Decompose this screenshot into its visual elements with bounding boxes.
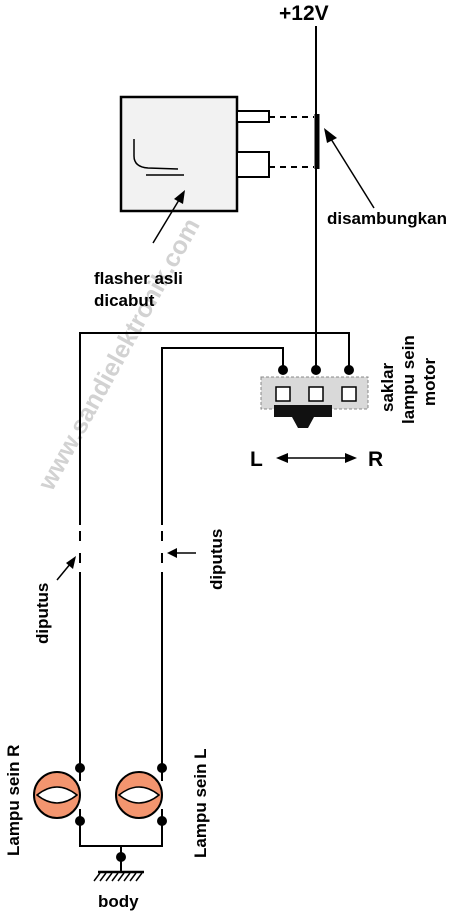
ground-wire <box>79 821 163 847</box>
flasher-symbol-curve <box>133 139 179 170</box>
ground-hatch <box>93 872 143 882</box>
lamp-L <box>115 763 167 826</box>
turn-signal-switch <box>260 365 369 428</box>
connect-arrow <box>324 128 375 209</box>
switch-label-line2: lampu sein <box>399 335 418 424</box>
watermark: www.sandielektronik.com <box>32 214 205 496</box>
flasher-arrow <box>152 190 185 244</box>
flasher-label-line2: dicabut <box>94 291 155 310</box>
switch-terminal-L <box>275 386 291 402</box>
cut-arrow-left <box>56 556 76 581</box>
cut-arrow-right <box>167 548 196 558</box>
original-flasher <box>119 95 270 213</box>
switch-terminal-center <box>308 386 324 402</box>
jumper-connection <box>269 114 320 169</box>
wire-cut-right <box>157 525 167 572</box>
switch-node-R <box>344 365 354 375</box>
lamp-R-filament <box>35 786 79 804</box>
switch-node-center <box>311 365 321 375</box>
flasher-body <box>119 95 239 213</box>
lamp-L-label: Lampu sein L <box>191 748 210 858</box>
switch-label-line1: saklar <box>378 362 397 412</box>
direction-arrow <box>276 453 357 463</box>
lamp-L-filament <box>117 786 161 804</box>
flasher-pin-bottom <box>236 151 270 178</box>
supply-label: +12V <box>279 2 329 25</box>
switch-slider <box>274 405 332 428</box>
cut-label-right: diputus <box>207 529 226 590</box>
switch-node-L <box>278 365 288 375</box>
direction-left-label: L <box>250 448 263 471</box>
flasher-label-line1: flasher asli <box>94 269 183 288</box>
ground <box>79 821 163 882</box>
direction-right-label: R <box>368 448 383 471</box>
cut-label-left: diputus <box>33 583 52 644</box>
wire-cut-left <box>75 525 85 572</box>
flasher-pin-top <box>236 110 270 123</box>
lamp-R-label: Lampu sein R <box>4 745 23 856</box>
switch-label-line3: motor <box>420 357 439 406</box>
switch-terminal-R <box>341 386 357 402</box>
ground-node <box>116 852 126 862</box>
lamp-R <box>33 763 85 826</box>
connect-note: disambungkan <box>327 209 447 228</box>
ground-label: body <box>98 892 139 911</box>
